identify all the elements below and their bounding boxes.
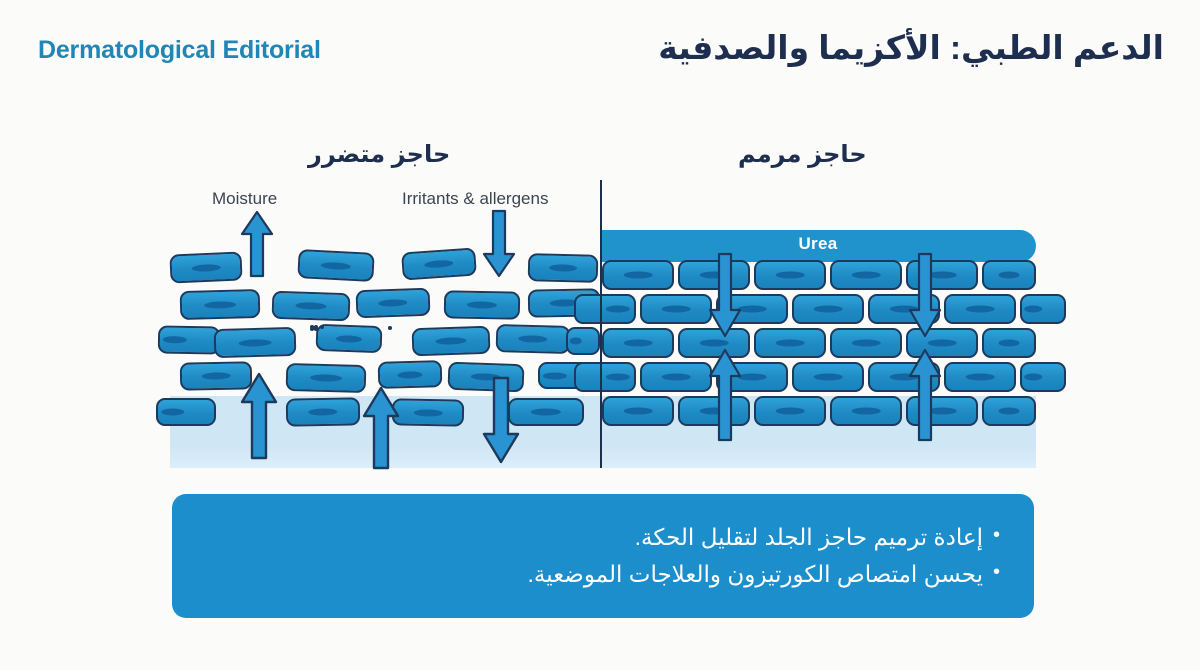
corneocyte-brick [792, 362, 864, 392]
corneocyte-brick [602, 396, 674, 426]
corneocyte-brick [297, 249, 375, 282]
water-loss-arrow-up [362, 386, 400, 470]
corneocyte-brick [391, 398, 465, 427]
bullet-marker-icon: • [992, 561, 1000, 583]
corneocyte-brick [508, 398, 584, 426]
corneocyte-brick [401, 247, 477, 281]
corneocyte-brick [754, 260, 826, 290]
corneocyte-brick [377, 360, 443, 389]
corneocyte-brick [411, 325, 491, 357]
urea-band [600, 230, 1036, 262]
corneocyte-brick [830, 260, 902, 290]
skin-barrier-diagram: Urea [0, 150, 1200, 480]
corneocyte-brick [982, 260, 1036, 290]
urea-penetration-arrow-down [908, 252, 942, 338]
corneocyte-brick [213, 326, 297, 359]
corneocyte-brick [310, 325, 314, 329]
corneocyte-brick [566, 327, 600, 355]
label-irritants-allergens: Irritants & allergens [402, 189, 549, 208]
bullet-text: إعادة ترميم حاجز الجلد لتقليل الحكة. [634, 523, 983, 550]
brand-subtitle: Dermatological Editorial [38, 36, 321, 64]
corneocyte-brick [285, 397, 361, 427]
corneocyte-brick [906, 328, 978, 358]
corneocyte-brick [169, 251, 243, 284]
list-item: • يحسن امتصاص الكورتيزون والعلاجات الموض… [206, 556, 1000, 593]
barrier-cohesion-arrow-up [908, 348, 942, 442]
corneocyte-brick [1020, 294, 1066, 324]
corneocyte-brick [602, 328, 674, 358]
corneocyte-brick [640, 362, 712, 392]
corneocyte-brick [754, 396, 826, 426]
corneocyte-brick [640, 294, 712, 324]
irritant-penetration-arrow-down [482, 376, 520, 464]
water-loss-arrow-up [240, 372, 278, 460]
corneocyte-brick [315, 323, 383, 354]
corneocyte-brick [527, 253, 599, 283]
corneocyte-brick [156, 398, 216, 426]
caption-repaired-barrier: حاجز مرمم [738, 141, 867, 168]
irritants-entry-arrow-down [482, 208, 516, 278]
corneocyte-brick [271, 290, 351, 322]
corneocyte-brick [1020, 362, 1066, 392]
key-points-callout: • إعادة ترميم حاجز الجلد لتقليل الحكة. •… [172, 494, 1034, 618]
corneocyte-brick [754, 328, 826, 358]
corneocyte-brick [944, 294, 1016, 324]
bullet-marker-icon: • [992, 523, 1000, 546]
corneocyte-brick [678, 328, 750, 358]
corneocyte-brick [157, 325, 221, 355]
corneocyte-brick [443, 290, 521, 320]
bullet-text: يحسن امتصاص الكورتيزون والعلاجات الموضعي… [527, 561, 983, 587]
corneocyte-brick [792, 294, 864, 324]
corneocyte-brick [179, 288, 261, 321]
corneocyte-brick [320, 325, 324, 329]
corneocyte-brick [678, 260, 750, 290]
corneocyte-brick [830, 396, 902, 426]
page-title: الدعم الطبي: الأكزيما والصدفية [658, 29, 1164, 66]
urea-penetration-arrow-down [708, 252, 742, 338]
panel-divider [600, 180, 602, 468]
moisture-escape-arrow-up [240, 210, 274, 278]
corneocyte-brick [285, 362, 367, 394]
barrier-cohesion-arrow-up [708, 348, 742, 442]
corneocyte-brick [574, 294, 636, 324]
corneocyte-brick [495, 324, 571, 354]
corneocyte-brick [982, 328, 1036, 358]
corneocyte-brick [355, 287, 431, 319]
corneocyte-brick [314, 327, 318, 331]
caption-damaged-barrier: حاجز متضرر [308, 141, 451, 168]
corneocyte-brick [830, 328, 902, 358]
urea-label: Urea [798, 234, 838, 253]
list-item: • إعادة ترميم حاجز الجلد لتقليل الحكة. [206, 519, 1000, 556]
corneocyte-brick [602, 260, 674, 290]
corneocyte-brick [388, 326, 392, 330]
corneocyte-brick [944, 362, 1016, 392]
corneocyte-brick [574, 362, 636, 392]
label-moisture: Moisture [212, 189, 278, 208]
corneocyte-brick [678, 396, 750, 426]
corneocyte-brick [982, 396, 1036, 426]
